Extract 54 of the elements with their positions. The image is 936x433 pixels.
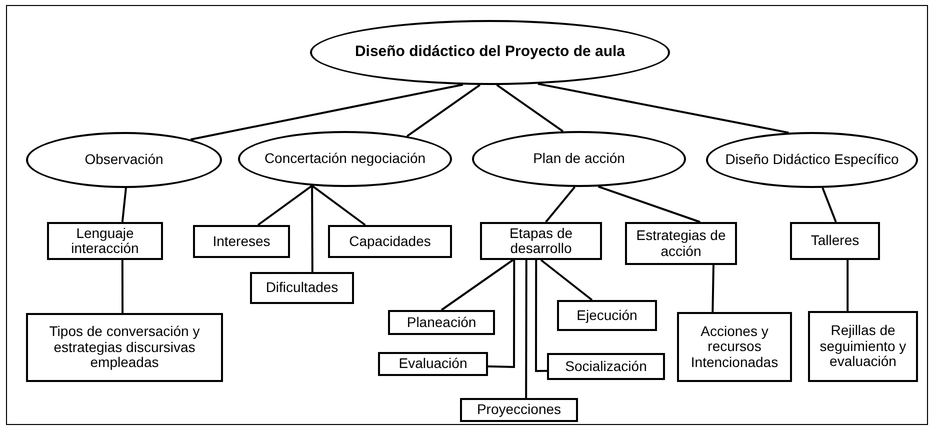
concept-box [460, 398, 578, 422]
concept-box [250, 272, 354, 304]
connector-line [525, 260, 528, 398]
concept-box [47, 222, 163, 260]
node-label: Proyecciones [476, 402, 562, 418]
node-label: Talleres [810, 233, 860, 249]
node-label: Intereses [212, 234, 270, 250]
node-label: Diseño Didáctico Específico [725, 152, 899, 168]
concept-box [328, 225, 452, 258]
connector-line [496, 84, 564, 132]
concept-box [480, 222, 602, 260]
connector-line [488, 260, 516, 368]
connector-line [538, 82, 789, 134]
node-label: Rejillas de seguimiento y evaluación [818, 323, 908, 370]
node-label: Ejecución [576, 308, 638, 324]
connector-line [190, 84, 464, 140]
concept-box [193, 225, 290, 258]
connector-line [440, 259, 514, 311]
connector-line [121, 260, 124, 313]
concept-box [547, 353, 665, 380]
connector-line [311, 186, 314, 272]
concept-box [677, 312, 792, 382]
concept-box [808, 311, 918, 382]
concept-box [378, 352, 488, 376]
node-label: Lenguaje interacción [70, 226, 140, 256]
concept-box [625, 222, 737, 265]
connector-line [822, 188, 837, 222]
connector-line [540, 259, 593, 301]
node-label: Evaluación [398, 356, 468, 372]
connector-line [535, 260, 548, 372]
node-label: Acciones y recursos Intencionadas [690, 324, 780, 370]
concept-box [26, 313, 223, 382]
connector-line [545, 186, 576, 223]
node-label: Socialización [565, 358, 647, 374]
node-label: Observación [84, 152, 164, 168]
node-label: Plan de acción [533, 151, 625, 167]
connector-line [311, 184, 366, 226]
node-label: Capacidades [349, 234, 431, 250]
connector-line [712, 264, 714, 312]
node-label: Concertación negociación [264, 151, 426, 167]
node-label: Estrategias de acción [635, 228, 727, 259]
connector-line [598, 186, 700, 223]
connector-line [846, 260, 849, 311]
node-label: Planeación [406, 314, 476, 330]
connector-line [257, 184, 313, 226]
connector-line [121, 188, 127, 222]
node-label: Tipos de conversación y estrategias discursivas empleadas [48, 324, 201, 371]
concept-box [790, 222, 880, 260]
node-label: Etapas de desarrollo [508, 226, 574, 256]
concept-box [388, 310, 495, 335]
concept-box [557, 300, 657, 331]
connector-line [406, 84, 480, 137]
node-label: Dificultades [266, 280, 338, 296]
node-label: Diseño didáctico del Proyecto de aula [354, 44, 626, 61]
